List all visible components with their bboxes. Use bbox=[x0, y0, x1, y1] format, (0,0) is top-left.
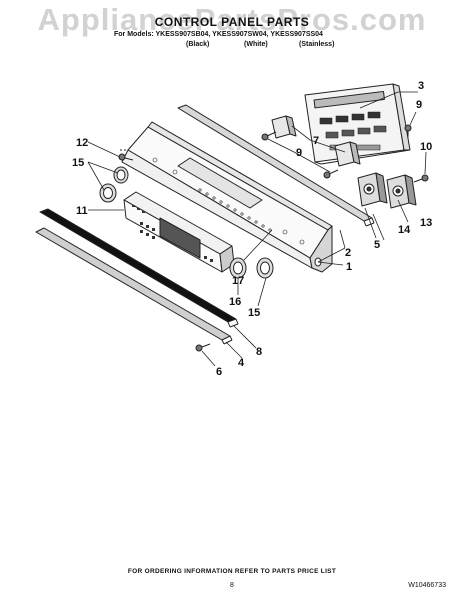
ordering-note: FOR ORDERING INFORMATION REFER TO PARTS … bbox=[127, 568, 337, 575]
infinite-switch-part-14 bbox=[357, 172, 388, 207]
variant-black: (Black) bbox=[186, 41, 210, 48]
document-id: W10466733 bbox=[408, 582, 446, 589]
trim-strip-part-4 bbox=[35, 227, 233, 345]
leader-lines bbox=[87, 91, 427, 367]
callout-9-middle: 9 bbox=[296, 147, 302, 159]
variant-white: (White) bbox=[244, 41, 268, 48]
knob-part-left-lower bbox=[99, 183, 117, 203]
bracket-part-left bbox=[271, 115, 297, 139]
callout-13: 13 bbox=[420, 217, 432, 229]
callout-4: 4 bbox=[238, 357, 245, 369]
callout-12: 12 bbox=[76, 137, 88, 149]
keypad-overlay-part bbox=[123, 191, 235, 273]
callout-3: 3 bbox=[418, 80, 424, 92]
screw-part bbox=[261, 124, 429, 183]
model-list: For Models: YKESS907SB04, YKESS907SW04, … bbox=[114, 31, 323, 38]
callout-17: 17 bbox=[232, 275, 244, 287]
callout-1: 1 bbox=[346, 261, 352, 273]
callout-8: 8 bbox=[256, 346, 262, 358]
trim-strip-part-2 bbox=[177, 104, 375, 227]
bracket-part-right bbox=[334, 141, 361, 167]
knob-part-15-right bbox=[256, 257, 274, 279]
watermark: AppliancePartsPros.com bbox=[37, 2, 427, 37]
callout-2: 2 bbox=[345, 247, 351, 259]
callout-6: 6 bbox=[216, 366, 222, 378]
callout-5: 5 bbox=[374, 239, 380, 251]
screw-part-12 bbox=[118, 153, 134, 161]
knob-part-left-upper bbox=[113, 166, 129, 184]
callout-14: 14 bbox=[398, 224, 411, 236]
page-title: CONTROL PANEL PARTS bbox=[154, 15, 310, 29]
infinite-switch-part-13 bbox=[386, 174, 417, 209]
callout-9-upper: 9 bbox=[416, 99, 422, 111]
callout-10: 10 bbox=[420, 141, 432, 153]
callout-15-left: 15 bbox=[72, 157, 84, 169]
variant-stainless: (Stainless) bbox=[299, 41, 335, 48]
control-board-part bbox=[304, 83, 411, 165]
callout-11: 11 bbox=[76, 205, 88, 217]
page-number: 8 bbox=[230, 582, 234, 589]
callout-7: 7 bbox=[313, 135, 319, 147]
screw-part-6 bbox=[195, 343, 211, 352]
callout-16: 16 bbox=[229, 296, 241, 308]
callout-15-right: 15 bbox=[248, 307, 260, 319]
callout-labels: 3 9 7 9 10 13 14 5 2 1 12 15 11 17 16 15… bbox=[72, 80, 432, 378]
trim-strip-part-8 bbox=[39, 208, 239, 328]
